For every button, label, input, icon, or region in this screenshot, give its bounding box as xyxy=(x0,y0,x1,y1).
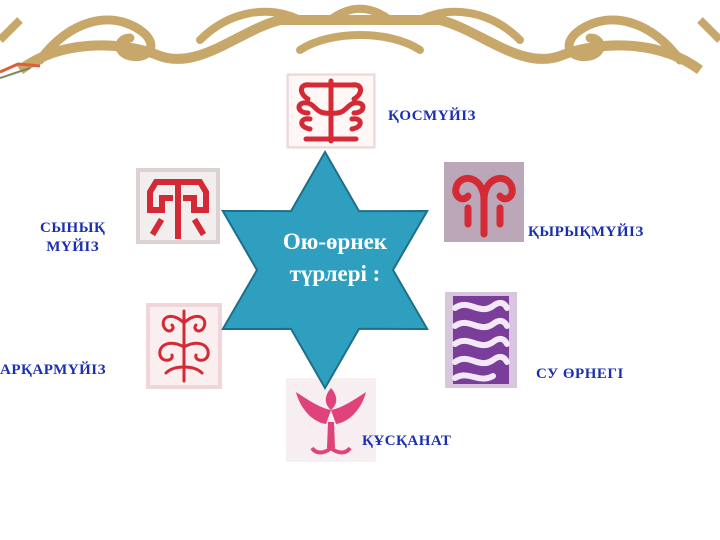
center-title: Ою-өрнек түрлері : xyxy=(245,226,425,290)
star-shape xyxy=(221,150,429,390)
label-arkarmuyiz: АРҚАРМҮЙІЗ xyxy=(0,362,106,378)
kosmuyiz-ornament-tile xyxy=(286,73,376,149)
label-synyk-line2: МҮЙІЗ xyxy=(46,239,100,255)
center-title-line2: түрлері : xyxy=(289,261,381,286)
central-star xyxy=(221,150,429,390)
su-ornegi-ornament-tile xyxy=(445,292,517,388)
label-synyk-muyiz: СЫНЫҚ МҮЙІЗ xyxy=(40,219,105,257)
label-synyk-line1: СЫНЫҚ xyxy=(40,220,106,236)
kyrykmuyiz-ornament-tile xyxy=(444,162,524,242)
ornamental-banner xyxy=(0,0,720,80)
center-title-line1: Ою-өрнек xyxy=(282,229,388,254)
synyk-muyiz-ornament-tile xyxy=(136,168,220,244)
kuskanat-ornament-tile xyxy=(286,378,376,462)
label-su-ornegi: СУ ӨРНЕГІ xyxy=(536,366,624,382)
label-kosmuyiz: ҚОСМҮЙІЗ xyxy=(388,108,476,124)
label-kuskanat: ҚҰСҚАНАТ xyxy=(362,433,452,449)
label-kyrykmuyiz: ҚЫРЫҚМҮЙІЗ xyxy=(528,224,644,240)
arkarmuyiz-ornament-tile xyxy=(146,303,222,389)
